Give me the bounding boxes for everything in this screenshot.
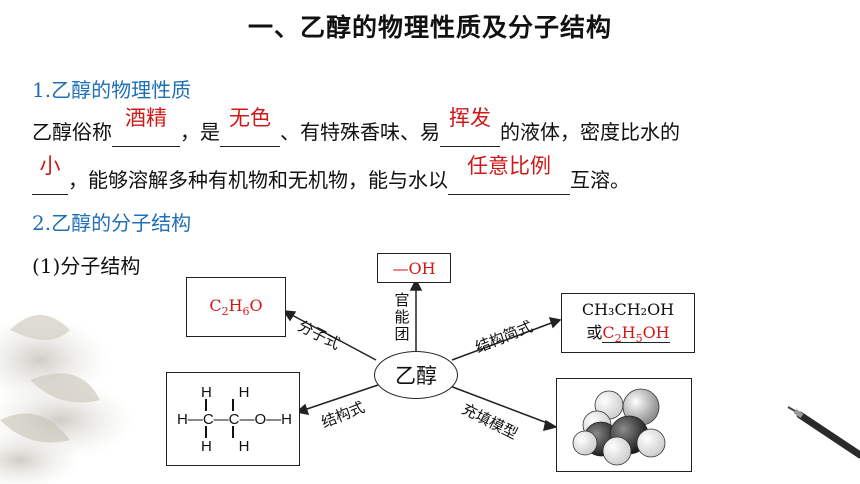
simple-formula-1: CH₃CH₂OH <box>581 300 675 320</box>
answer-alias: 酒精 <box>125 106 167 130</box>
page-title: 一、乙醇的物理性质及分子结构 <box>247 13 612 42</box>
simple-formula-2-row: 或C2H5OH <box>586 319 670 346</box>
arrow-to-structural-formula <box>303 384 379 411</box>
simple-formula-box: CH₃CH₂OH 或C2H5OH <box>561 293 695 353</box>
functional-group-label: 官 能 团 <box>394 292 410 343</box>
molecular-formula-box: C2H6O <box>186 277 286 337</box>
paragraph-line-2: 小 ，能够溶解多种有机物和无机物，能与水以任意比例互溶。 <box>32 154 630 195</box>
section-heading-physical: 1.乙醇的物理性质 <box>32 78 192 102</box>
arrow-to-molecular-formula <box>289 313 377 361</box>
space-filling-model-icon <box>572 388 666 466</box>
paragraph-line-1: 乙醇俗称酒精 ，是无色、有特殊香味、易挥发的液体，密度比水的 <box>32 106 680 147</box>
answer-density: 小 <box>39 154 61 178</box>
center-ethanol-node: 乙醇 <box>374 351 458 399</box>
section-heading-structure: 2.乙醇的分子结构 <box>32 211 192 235</box>
answer-volatile: 挥发 <box>449 106 491 130</box>
molecular-formula-text: C2H6O <box>209 295 263 319</box>
simple-formula-2: C2H5OH <box>602 323 670 346</box>
blank-color: 无色 <box>220 106 280 147</box>
label-char: 团 <box>394 325 410 343</box>
text: ，是 <box>180 120 220 144</box>
answer-color: 无色 <box>229 106 271 130</box>
arrow-to-simple-formula <box>451 321 555 361</box>
functional-group-box: —OH <box>377 253 451 283</box>
blank-density: 小 <box>32 154 68 195</box>
subsection-heading: (1)分子结构 <box>32 254 141 278</box>
structural-formula-box: H H H—C—C—O—H H H <box>166 372 300 466</box>
blank-alias: 酒精 <box>112 106 180 147</box>
functional-group-text: —OH <box>392 258 436 278</box>
blank-volatile: 挥发 <box>440 106 500 147</box>
answer-ratio: 任意比例 <box>467 154 551 178</box>
structural-row-3: H H <box>201 437 251 455</box>
pen-decoration-icon <box>787 406 860 459</box>
structural-row-1: H H <box>201 383 251 401</box>
text: 互溶。 <box>570 168 630 192</box>
text: ，能够溶解多种有机物和无机物，能与水以 <box>68 168 448 192</box>
blank-ratio: 任意比例 <box>448 154 570 195</box>
flower-decoration-icon <box>0 315 135 484</box>
diagram-arrows <box>282 278 562 432</box>
label-char: 官 <box>394 291 410 309</box>
text: 、有特殊香味、易 <box>280 120 440 144</box>
text: 乙醇俗称 <box>32 120 112 144</box>
structural-row-2: H—C—C—O—H <box>177 410 292 428</box>
simple-prefix: 或 <box>586 323 603 343</box>
label-char: 能 <box>394 308 410 326</box>
space-filling-model-box <box>556 378 692 472</box>
arrow-to-model <box>449 385 551 425</box>
center-label: 乙醇 <box>395 364 437 388</box>
text: 的液体，密度比水的 <box>500 120 680 144</box>
